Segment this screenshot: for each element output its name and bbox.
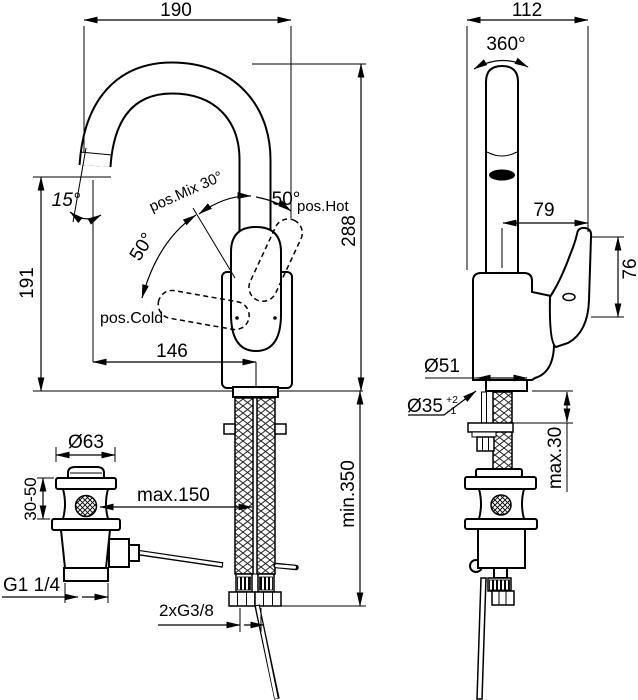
dim-label-d35: Ø35	[407, 396, 443, 417]
dim-label-g114: G1 1/4	[3, 575, 60, 596]
dim-hose-min350: min.350	[280, 390, 366, 607]
dim-label-146: 146	[156, 341, 188, 362]
drain-linkage-rod	[133, 549, 224, 568]
dim-label-30-50: 30-50	[21, 477, 40, 520]
dim-reach-190: 190	[83, 0, 292, 218]
dim-label-tol-minus: -1	[447, 405, 456, 417]
dim-rod-max150: max.150	[99, 485, 253, 511]
dim-spout-height-191: 191	[17, 176, 111, 392]
dim-depth-112: 112	[466, 0, 589, 270]
dim-label-288: 288	[339, 215, 360, 247]
dim-drain-30-50: 30-50	[21, 477, 54, 521]
hose-clip	[223, 423, 287, 435]
dim-label-79: 79	[533, 200, 554, 221]
dim-label-15deg: 15°	[52, 190, 81, 211]
dim-label-d51: Ø51	[424, 356, 460, 377]
aerator	[489, 169, 515, 181]
handle-screw-cover	[562, 292, 576, 302]
dim-swivel-360: 360°	[473, 34, 529, 70]
spout-joint-side	[486, 151, 518, 157]
supply-hoses	[234, 397, 276, 575]
dim-offset-79: 79	[501, 200, 589, 268]
handle-dot-right	[273, 316, 277, 320]
label-pos-cold: pos.Cold	[100, 310, 163, 327]
dim-hole-35: Ø35 +2 -1	[407, 390, 477, 417]
side-view	[464, 64, 593, 700]
hose-connectors	[228, 573, 282, 607]
popup-waste-front	[51, 466, 140, 582]
handle-pos-cold-outline	[157, 289, 250, 331]
dim-body-51: Ø51	[424, 356, 528, 382]
label-pos-hot: pos.Hot	[297, 198, 350, 215]
drain-rod-side	[476, 577, 487, 700]
label-50deg-cold: 50°	[126, 229, 159, 264]
dim-spout-angle-15: 15°	[52, 147, 102, 225]
dim-hose-thread: 2xG3/8	[158, 601, 265, 632]
dim-total-height-288: 288	[252, 63, 366, 392]
front-view	[33, 61, 363, 700]
dim-label-360: 360°	[486, 34, 525, 55]
dim-label-max150: max.150	[137, 485, 210, 506]
handle-pos-hot-outline	[248, 218, 304, 303]
mounting-nut	[476, 436, 495, 452]
pull-rod-lower	[254, 562, 299, 700]
base-side	[485, 379, 528, 392]
dim-deck-max30: max.30	[513, 390, 573, 492]
dim-waste-thread: G1 1/4	[2, 575, 109, 603]
mounting-bracket	[467, 422, 514, 433]
dim-label-2xg38: 2xG3/8	[159, 601, 214, 620]
handle-front	[230, 225, 282, 353]
handle-side	[548, 226, 593, 349]
dim-label-76: 76	[620, 258, 638, 279]
dim-handle-76: 76	[591, 236, 638, 318]
dim-label-tol-plus: +2	[446, 394, 458, 406]
dim-label-max30: max.30	[545, 427, 566, 489]
spout-front	[78, 61, 272, 256]
label-50deg-hot: 50°	[272, 189, 301, 210]
handle-dot-left	[235, 316, 239, 320]
label-pos-mix: pos.Mix 30°	[147, 168, 226, 215]
dim-center-146: 146	[92, 180, 257, 388]
mixer-body-side	[472, 272, 556, 381]
popup-waste-side	[464, 468, 538, 700]
dim-label-191: 191	[17, 267, 38, 299]
dim-label-min350: min.350	[338, 460, 359, 528]
dim-label-190: 190	[160, 0, 192, 21]
dim-drain-63: Ø63	[55, 432, 116, 462]
dim-label-d63: Ø63	[68, 432, 104, 453]
base-pedestal	[232, 386, 279, 398]
dim-label-112: 112	[512, 0, 542, 21]
